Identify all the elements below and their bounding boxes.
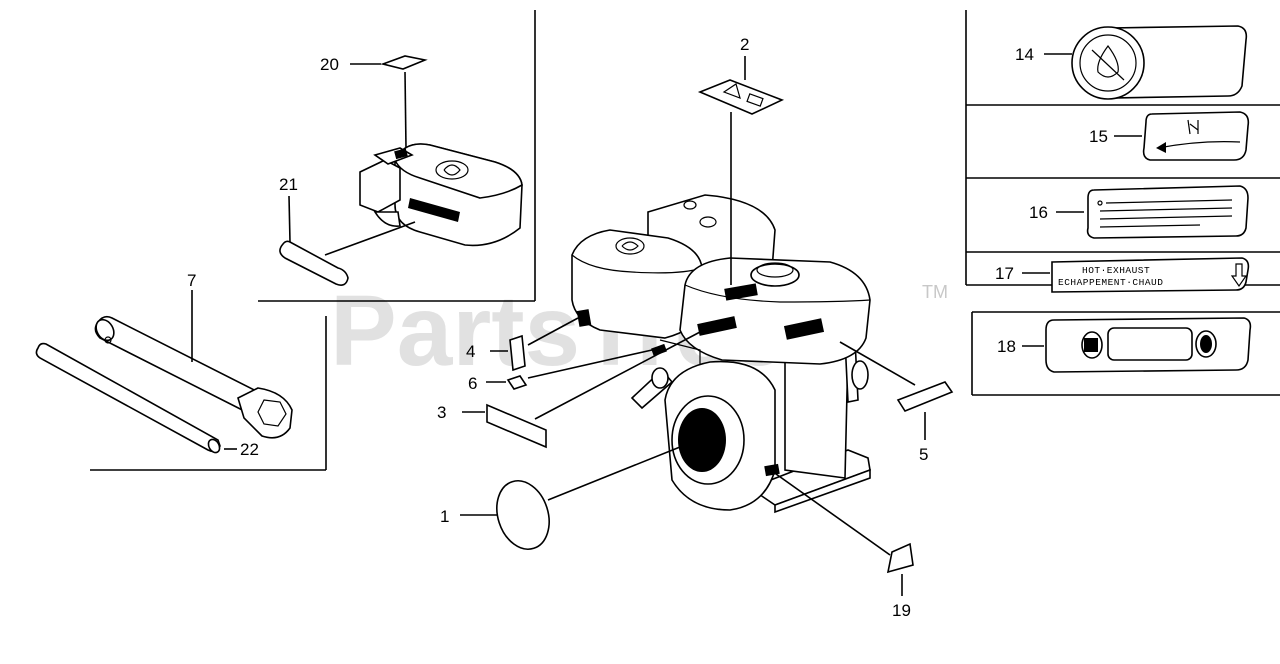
callout-22: 22 (240, 440, 259, 459)
callout-7: 7 (187, 271, 196, 290)
decal-18-shape (1045, 317, 1252, 373)
callout-3: 3 (437, 403, 446, 422)
decal-21-shape (279, 240, 349, 286)
callout-1: 1 (440, 507, 449, 526)
watermark-trademark: TM (922, 282, 948, 302)
callout-19: 19 (892, 601, 911, 620)
callout-4: 4 (466, 342, 475, 361)
callout-15: 15 (1089, 127, 1108, 146)
callout-6: 6 (468, 374, 477, 393)
air-cleaner-assembly (359, 143, 523, 247)
decal-3-shape (486, 403, 547, 449)
tool-handle-22 (35, 342, 221, 454)
decal-6-shape (506, 375, 528, 390)
decal-14-shape (1071, 25, 1248, 100)
callout-labels: 1 2 3 4 5 6 7 14 15 16 17 18 19 20 21 22 (187, 35, 1108, 620)
callout-21: 21 (279, 175, 298, 194)
decal-17-line2: ECHAPPEMENT·CHAUD (1058, 277, 1163, 288)
decal-16-shape (1086, 185, 1249, 239)
panel-dividers (90, 10, 1280, 471)
callout-20: 20 (320, 55, 339, 74)
callout-5: 5 (919, 445, 928, 464)
callout-14: 14 (1015, 45, 1034, 64)
decal-17-line1: HOT·EXHAUST (1082, 265, 1150, 276)
decal-17-shape: HOT·EXHAUST ECHAPPEMENT·CHAUD (1051, 257, 1250, 293)
decal-19-shape (886, 542, 914, 574)
callout-17: 17 (995, 264, 1014, 283)
decal-4-shape (509, 334, 526, 372)
decal-2-shape (697, 79, 785, 115)
tool-wrench-7 (94, 315, 293, 439)
callout-18: 18 (997, 337, 1016, 356)
decal-15-shape (1142, 111, 1250, 161)
decal-20-shape (380, 55, 428, 70)
decal-1-shape (496, 480, 550, 550)
engine-assembly (571, 194, 871, 514)
callout-2: 2 (740, 35, 749, 54)
callout-16: 16 (1029, 203, 1048, 222)
decal-5-shape (896, 381, 954, 412)
